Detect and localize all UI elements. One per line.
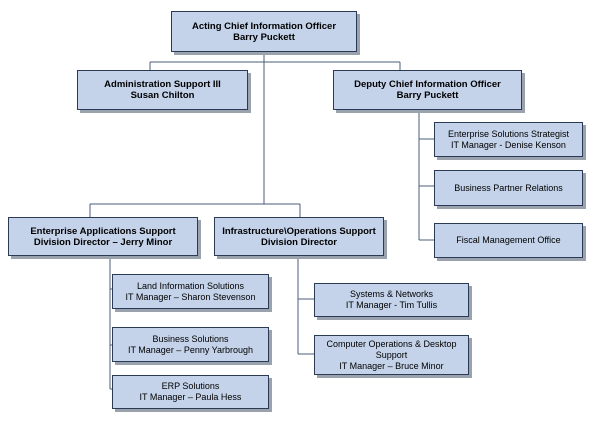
cio-name: Barry Puckett xyxy=(233,31,295,43)
bpr-title: Business Partner Relations xyxy=(454,182,563,193)
box-systems-networks: Systems & Networks IT Manager - Tim Tull… xyxy=(314,283,469,317)
box-computer-operations: Computer Operations & Desktop Support IT… xyxy=(314,335,469,375)
bs-title: Business Solutions xyxy=(152,333,229,344)
admin-title: Administration Support III xyxy=(104,79,221,90)
compops-name: IT Manager – Bruce Minor xyxy=(339,360,444,371)
infra-name: Division Director xyxy=(260,236,338,248)
es-title: Enterprise Solutions Strategist xyxy=(447,128,570,139)
cio-title: Acting Chief Information Officer xyxy=(191,20,337,32)
es-name: IT Manager - Denise Kenson xyxy=(451,139,566,150)
box-deputy-cio: Deputy Chief Information Officer Barry P… xyxy=(333,70,522,110)
fiscal-title: Fiscal Management Office xyxy=(456,235,561,245)
box-erp-solutions: ERP Solutions IT Manager – Paula Hess xyxy=(112,375,269,409)
land-name: IT Manager – Sharon Stevenson xyxy=(125,291,256,302)
box-enterprise-apps-support: Enterprise Applications Support Division… xyxy=(8,217,198,256)
erp-name: IT Manager – Paula Hess xyxy=(139,392,242,402)
box-business-solutions: Business Solutions IT Manager – Penny Ya… xyxy=(112,327,269,362)
box-admin-support: Administration Support III Susan Chilton xyxy=(77,70,248,110)
compops-title: Computer Operations & Desktop xyxy=(326,338,457,349)
infra-title: Infrastructure\Operations Support xyxy=(222,225,376,237)
box-fiscal-management: Fiscal Management Office xyxy=(434,223,583,258)
bs-name: IT Manager – Penny Yarbrough xyxy=(127,344,254,355)
systems-title: Systems & Networks xyxy=(349,289,434,299)
deputy-title: Deputy Chief Information Officer xyxy=(354,79,501,90)
box-enterprise-solutions: Enterprise Solutions Strategist IT Manag… xyxy=(434,122,583,157)
land-title: Land Information Solutions xyxy=(136,280,245,291)
box-cio: Acting Chief Information Officer Barry P… xyxy=(171,11,357,52)
box-business-partner-relations: Business Partner Relations xyxy=(434,170,583,206)
erp-title: ERP Solutions xyxy=(161,381,220,391)
eas-title: Enterprise Applications Support xyxy=(30,225,176,237)
box-land-information: Land Information Solutions IT Manager – … xyxy=(112,274,269,309)
deputy-name: Barry Puckett xyxy=(396,90,459,101)
admin-name: Susan Chilton xyxy=(130,90,195,101)
compops-title-2: Support xyxy=(375,349,408,360)
systems-name: IT Manager - Tim Tullis xyxy=(345,300,438,310)
box-infrastructure-ops: Infrastructure\Operations Support Divisi… xyxy=(214,217,384,256)
eas-name: Division Director – Jerry Minor xyxy=(33,236,173,248)
